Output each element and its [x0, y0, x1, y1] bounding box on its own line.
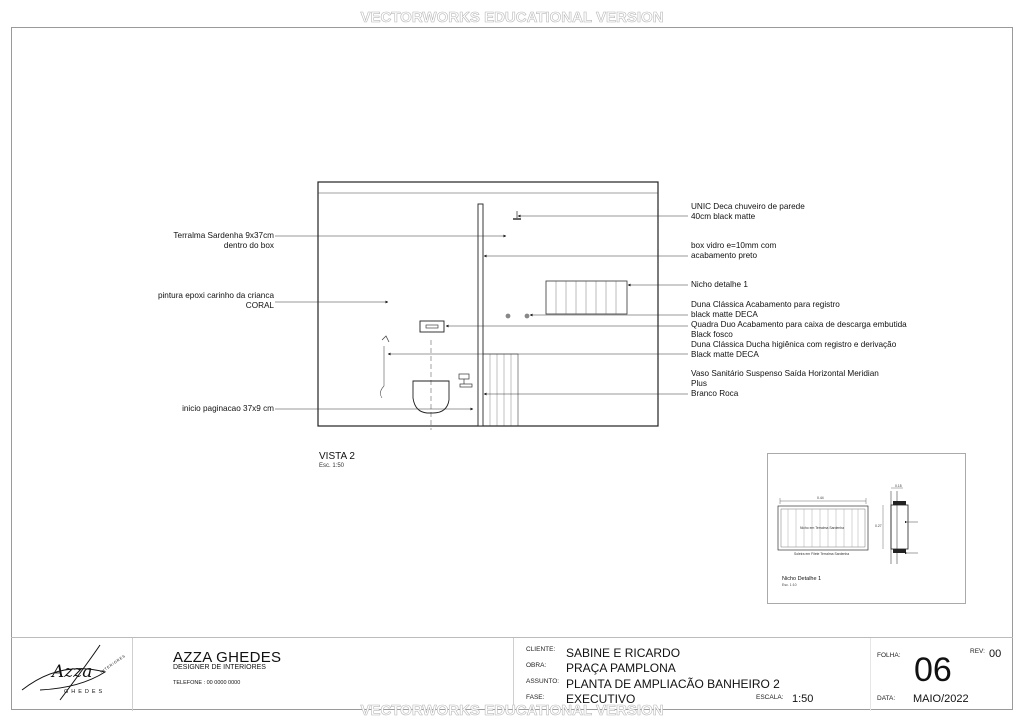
brand-name: AZZA GHEDES [173, 649, 282, 666]
tile-paging [478, 353, 519, 427]
note-hygiene-shower: Duna Clássica Ducha higiênica com regist… [691, 340, 897, 359]
wall-outline [317, 181, 659, 427]
detail-label-bottom: Soleira em Filete Terralma Sardenha [794, 552, 850, 556]
subject-label: ASSUNTO: [526, 678, 560, 685]
hygiene-shower-symbol [380, 335, 390, 399]
work-label: OBRA: [526, 662, 547, 669]
logo-graphic [21, 644, 107, 701]
title-block-divider [513, 638, 514, 711]
leaders-left [275, 234, 507, 411]
logo-sub: GHEDES [64, 689, 106, 695]
view-scale: Esc. 1:50 [319, 463, 345, 469]
detail-label-inner: Nicho em Terralma Sardenha [800, 526, 845, 530]
logo-script: Azza [52, 662, 93, 682]
detail-dim-depth: 0.15 [895, 484, 902, 488]
title-block-divider [132, 638, 133, 711]
title-block-divider [870, 638, 871, 711]
note-paint: pintura epoxi carinho da crianca CORAL [157, 291, 274, 310]
detail-dim-height: 0.27 [875, 524, 882, 528]
note-glass: box vidro e=10mm com acabamento preto [691, 241, 777, 260]
sheet-number: 06 [914, 651, 952, 689]
detail-title: Nicho Detalhe 1 [782, 576, 822, 582]
date-value: MAIO/2022 [913, 693, 969, 705]
scale-value: 1:50 [792, 693, 814, 705]
rev-label: REV: [970, 648, 985, 655]
date-label: DATA: [877, 695, 896, 702]
niche-detail-drawing [777, 487, 918, 564]
note-valve: Duna Clássica Acabamento para registro b… [691, 300, 840, 319]
brand-subtitle: DESIGNER DE INTERIORES [173, 664, 266, 671]
watermark-top: VECTORWORKS EDUCATIONAL VERSION [360, 9, 664, 27]
detail-dim-width: 0.44 [817, 496, 824, 500]
phase-value: EXECUTIVO [566, 692, 636, 706]
client-value: SABINE E RICARDO [566, 646, 681, 660]
subject-value: PLANTA DE AMPLIACÃO BANHEIRO 2 [566, 677, 780, 691]
toilet-symbol [412, 340, 473, 430]
flush-plate-symbol [419, 320, 445, 333]
glass-partition [477, 203, 484, 427]
leaders-right [387, 214, 688, 396]
sheet-frame [11, 27, 1013, 710]
note-niche: Nicho detalhe 1 [691, 280, 748, 289]
note-shower: UNIC Deca chuveiro de parede 40cm black … [691, 202, 805, 221]
note-paging-start: inicio paginacao 37x9 cm [182, 404, 274, 413]
valve-symbols [505, 313, 530, 319]
shower-head-symbol [513, 211, 521, 220]
note-flush: Quadra Duo Acabamento para caixa de desc… [691, 320, 907, 339]
phase-label: FASE: [526, 694, 545, 701]
scale-label: ESCALA: [756, 694, 784, 701]
rev-value: 00 [989, 648, 1002, 660]
note-toilet: Vaso Sanitário Suspenso Saída Horizontal… [691, 369, 879, 398]
brand-phone: TELEFONE : 00 0000 0000 [173, 680, 241, 686]
niche-symbol [545, 280, 628, 315]
client-label: CLIENTE: [526, 646, 556, 653]
watermark-bottom: VECTORWORKS EDUCATIONAL VERSION [360, 702, 664, 720]
detail-scale: Esc. 1:10 [782, 583, 797, 587]
view-title: VISTA 2 [319, 451, 355, 462]
work-value: PRAÇA PAMPLONA [566, 661, 676, 675]
note-tile: Terralma Sardenha 9x37cm dentro do box [173, 231, 274, 250]
sheet-label: FOLHA: [877, 652, 901, 659]
detail-frame [767, 453, 966, 604]
title-block [11, 637, 1013, 711]
